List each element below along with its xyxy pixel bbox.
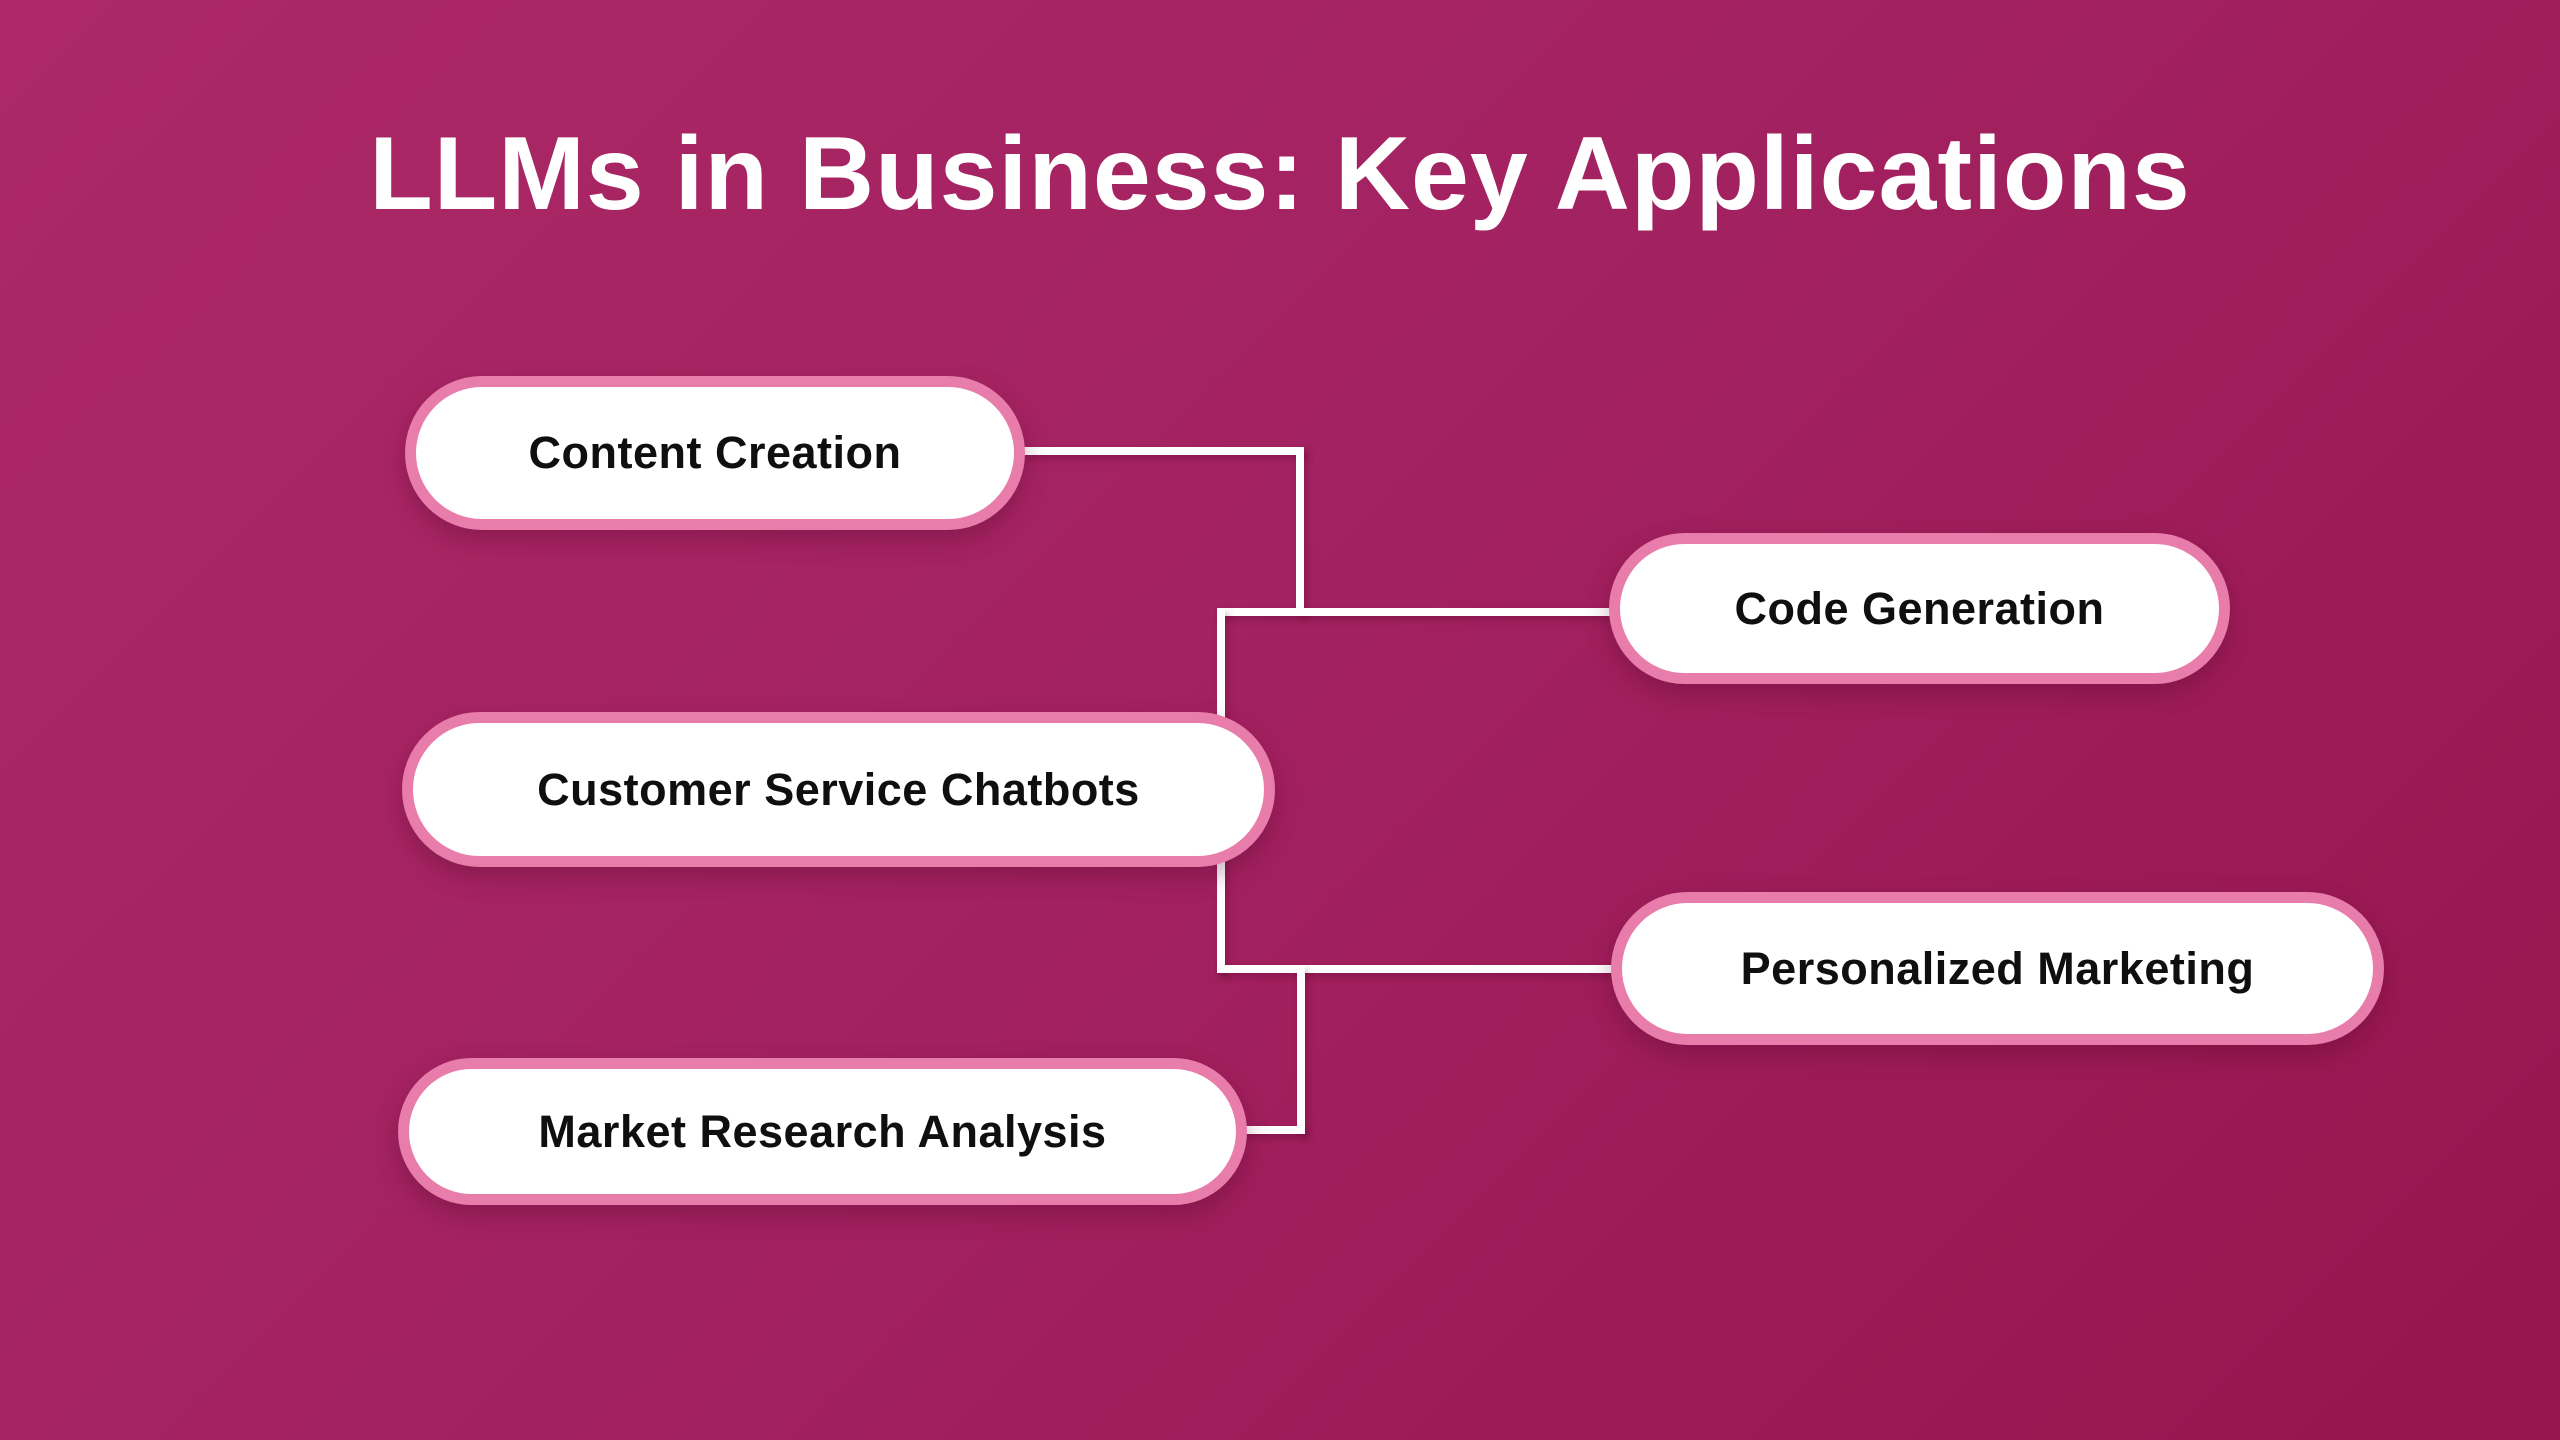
connector-market-research-vertical [1297,965,1305,1134]
connector-code-generation-horizontal [1217,608,1625,616]
connector-content-creation-vertical [1296,447,1304,616]
node-content-creation-label: Content Creation [528,427,902,478]
node-code-generation: Code Generation [1609,533,2230,684]
node-market-research-analysis: Market Research Analysis [398,1058,1247,1205]
page-title: LLMs in Business: Key Applications [369,116,2191,232]
node-personalized-marketing-label: Personalized Marketing [1740,942,2255,994]
connector-personalized-marketing-horizontal [1217,965,1625,973]
connector-market-research-horizontal [1238,1126,1305,1134]
node-customer-service-chatbots-label: Customer Service Chatbots [537,763,1140,815]
node-customer-service-chatbots: Customer Service Chatbots [402,712,1275,867]
connector-content-creation-horizontal [1020,447,1304,455]
node-content-creation: Content Creation [405,376,1025,530]
node-code-generation-label: Code Generation [1734,582,2105,634]
node-personalized-marketing: Personalized Marketing [1611,892,2384,1045]
node-market-research-analysis-label: Market Research Analysis [538,1105,1107,1157]
